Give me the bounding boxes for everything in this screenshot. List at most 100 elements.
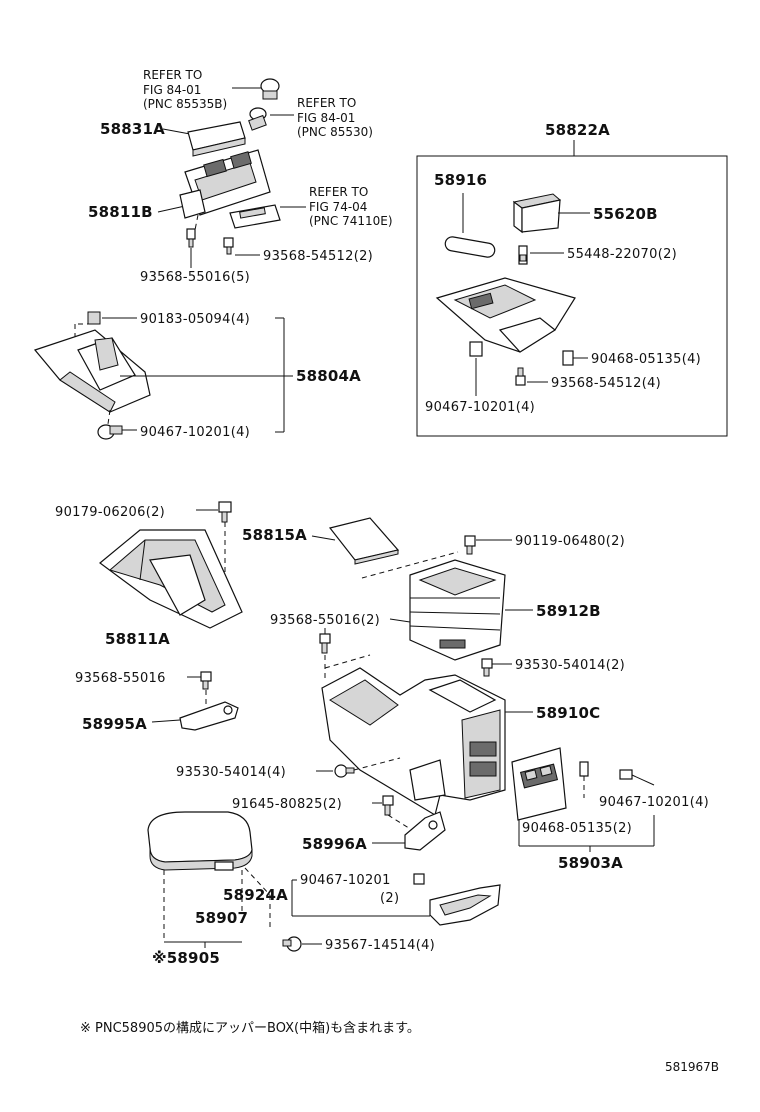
reference-1-line3: (PNC 85535B) [143,97,227,111]
leader-line [311,535,336,541]
socket-part [248,107,267,131]
dashed-guide [324,654,371,669]
lighter-knob-part [260,78,280,100]
screw-part [481,658,493,677]
figure-code: 581967B [665,1060,719,1074]
pn-90119-06480-2: 90119-06480(2) [515,534,625,549]
pn-90183-05094-4: 90183-05094(4) [140,312,250,327]
pn-90468-05135-4: 90468-05135(4) [591,352,701,367]
reference-3-line2: FIG 74-04 [309,200,367,214]
leader-line [162,128,191,135]
clip-part [469,341,483,357]
pn-55448-22070-2: 55448-22070(2) [567,247,677,262]
cup-55620B-part [512,193,562,234]
pn-93568-54512-4: 93568-54512(4) [551,376,661,391]
reference-2-line2: FIG 84-01 [297,111,355,125]
pn-93530-54014-2: 93530-54014(2) [515,658,625,673]
dashed-guide [353,757,401,771]
screw-part [334,764,355,778]
mat-58916-part [444,236,496,258]
pn-90467-10201-4-a: 90467-10201(4) [140,425,250,440]
screw-part [223,237,234,255]
pnc-58804A: 58804A [296,367,361,385]
panel-58903A-part [511,747,567,821]
pnc-58815A: 58815A [242,526,307,544]
pnc-58916: 58916 [434,171,487,189]
leader-line [151,719,181,723]
clip-part [619,769,633,780]
bracket-58995A-part [179,701,239,731]
box-58912B-part [409,559,506,661]
pn-90467-10201-2-qty: (2) [380,891,399,906]
panel-58811B-part [179,149,271,219]
screw-part [515,367,526,386]
panel-58831A-part [187,121,246,157]
screw-part [319,633,331,654]
dashed-guide [244,867,271,896]
console-body-58910C-part [321,667,506,816]
lid-58815A-part [328,517,400,565]
panel-58811A-part [99,529,243,629]
reference-1-line1: REFER TO [143,68,202,82]
pnc-55620B: 55620B [593,205,658,223]
pnc-58924A: 58924A [223,886,288,904]
dashed-guide [107,409,111,425]
clip-part [562,350,574,366]
pn-93530-54014-4: 93530-54014(4) [176,765,286,780]
pn-93568-55016-5: 93568-55016(5) [140,270,250,285]
pn-90179-06206-2: 90179-06206(2) [55,505,165,520]
pn-90467-10201-4-c: 90467-10201(4) [599,795,709,810]
reference-3-line1: REFER TO [309,185,368,199]
assembly-box-58822A [416,155,728,437]
screw-part [464,535,476,555]
bezel-58804A-part [33,329,151,413]
pnc-58822A: 58822A [545,121,610,139]
pnc-58831A: 58831A [100,120,165,138]
pnc-58905: ※58905 [152,949,220,967]
pnc-58995A: 58995A [82,715,147,733]
screw-part [282,936,302,952]
armrest-hinge-part [429,884,501,926]
pn-91645-80825-2: 91645-80825(2) [232,797,342,812]
clip-part [97,424,123,440]
reference-2-line1: REFER TO [297,96,356,110]
reference-1-line2: FIG 84-01 [143,83,201,97]
pnc-58907: 58907 [195,909,248,927]
bolt-part [382,795,394,816]
pn-93568-54512-2: 93568-54512(2) [263,249,373,264]
pn-90467-10201-4-b: 90467-10201(4) [425,400,535,415]
pn-93568-55016-2: 93568-55016(2) [270,613,380,628]
leader-line [389,618,411,623]
pnc-58811A: 58811A [105,630,170,648]
pnc-58912B: 58912B [536,602,601,620]
footnote: ※ PNC58905の構成にアッパーBOX(中箱)も含まれます。 [80,1020,420,1036]
dashed-guide [361,551,459,579]
armrest-58907-part [147,811,253,871]
bulb-part [518,245,528,265]
bolt-part [218,501,232,523]
pn-90467-10201-2: 90467-10201 [300,873,391,888]
pn-93567-14514-4: 93567-14514(4) [325,938,435,953]
leader-line [157,205,186,213]
pnc-58903A: 58903A [558,854,623,872]
reference-3-line3: (PNC 74110E) [309,214,393,228]
pnc-58996A: 58996A [302,835,367,853]
dashed-guide [194,214,199,231]
screw-part [186,228,196,248]
reference-2-line3: (PNC 85530) [297,125,373,139]
holder-58822A-part [435,277,576,353]
switch-part [229,204,281,229]
leader-line [631,774,655,786]
clip-part [87,311,101,325]
clip-part [413,873,425,885]
pn-90468-05135-2: 90468-05135(2) [522,821,632,836]
screw-part [200,671,212,690]
pnc-58910C: 58910C [536,704,600,722]
dashed-guide [387,814,413,831]
pn-93568-55016: 93568-55016 [75,671,166,686]
clip-part [579,761,589,777]
bracket-58996A-part [404,811,446,851]
pnc-58811B: 58811B [88,203,153,221]
